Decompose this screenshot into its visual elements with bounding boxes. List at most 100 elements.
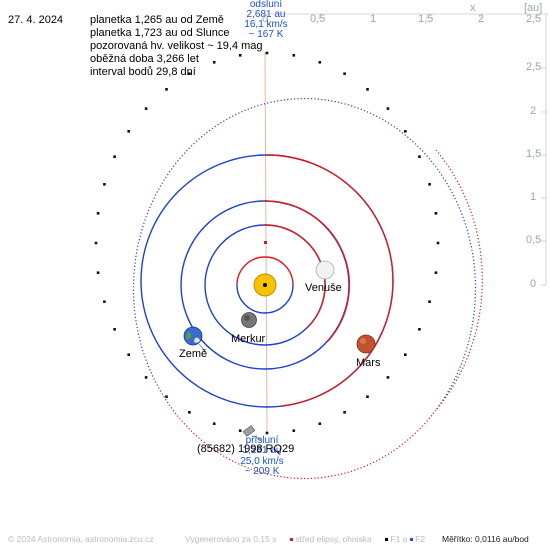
sun bbox=[253, 273, 277, 297]
orbit-point bbox=[94, 241, 98, 245]
legend-center-label: střed elipsy, ohniska bbox=[295, 534, 372, 544]
footer-scale: Měřítko: 0,0116 au/bod bbox=[442, 534, 529, 544]
footer-legend-foci: F1 a F2 bbox=[385, 534, 425, 544]
y-tick-label: 0,5 bbox=[526, 234, 542, 246]
legend-f1-swatch bbox=[385, 538, 388, 542]
aphelion-speed: 16,1 km/s bbox=[244, 19, 288, 30]
axis-unit-bracket: [au] bbox=[524, 2, 543, 14]
orbit-point bbox=[188, 411, 191, 414]
x-tick-label: 1,5 bbox=[418, 13, 434, 25]
legend-f1-label: F1 a bbox=[390, 534, 408, 544]
sun-focus-f1 bbox=[263, 283, 267, 287]
aphelion-title: odsluní bbox=[249, 0, 283, 10]
perihelion-speed: 25,0 km/s bbox=[240, 456, 284, 467]
info-distance-earth: planetka 1,265 au od Země bbox=[90, 14, 224, 26]
mercury-orbit-red bbox=[236, 256, 294, 286]
orbit-point bbox=[292, 54, 296, 57]
mars-disk bbox=[356, 334, 376, 354]
earth bbox=[183, 326, 207, 353]
mars-orbit-red bbox=[266, 154, 394, 407]
x-tick-label: 0,5 bbox=[310, 13, 326, 25]
venus-label: Venuše bbox=[305, 282, 342, 294]
mercury bbox=[241, 312, 257, 328]
orbit-point bbox=[212, 422, 216, 425]
legend-f2-label: F2 bbox=[415, 534, 426, 544]
orbit-point bbox=[292, 429, 296, 432]
orbit-point bbox=[366, 88, 369, 91]
asteroid-icon bbox=[242, 425, 256, 437]
orbit-point bbox=[103, 300, 106, 303]
earth-disk bbox=[183, 326, 203, 346]
mars-highlight bbox=[360, 338, 366, 344]
orbit-point bbox=[386, 376, 390, 379]
aphelion-temperature: ~ 167 K bbox=[248, 29, 284, 40]
y-axis bbox=[541, 14, 547, 286]
orbit-point bbox=[418, 328, 421, 331]
legend-f2-swatch bbox=[409, 538, 413, 542]
x-tick-label: 2 bbox=[478, 13, 485, 25]
mars bbox=[356, 334, 376, 354]
aphelion-distance: 2,681 au bbox=[246, 9, 286, 20]
venus bbox=[315, 260, 335, 280]
y-tick-label: 2 bbox=[530, 105, 537, 117]
asteroid-orbit-red bbox=[167, 402, 437, 480]
mercury-orbit-blue bbox=[236, 284, 294, 314]
footer-generated: Vygenerováno za 0,15 s bbox=[185, 534, 277, 544]
orbit-point bbox=[212, 61, 216, 64]
footer-legend-center: střed elipsy, ohniska bbox=[290, 534, 372, 544]
y-tick-label: 0 bbox=[530, 278, 537, 290]
earth-orbit-red bbox=[264, 200, 351, 342]
orbit-point bbox=[144, 376, 148, 379]
orbit-point bbox=[434, 212, 438, 215]
orbit-point bbox=[113, 155, 116, 158]
earth-label: Země bbox=[179, 348, 208, 360]
earth-pointer bbox=[198, 343, 207, 353]
orbit-point bbox=[238, 429, 242, 432]
planet-orbits bbox=[140, 154, 394, 408]
orbit-point bbox=[343, 72, 346, 75]
x-tick-label: 2,5 bbox=[526, 13, 542, 25]
info-magnitude: pozorovaná hv. velikost ~ 19,4 mag bbox=[90, 40, 263, 52]
ellipse-center-marker bbox=[264, 241, 267, 244]
mercury-shade bbox=[244, 315, 250, 321]
perihelion-distance: 1,281 au bbox=[242, 445, 282, 456]
perihelion-temperature: ~ 209 K bbox=[244, 466, 280, 477]
orbit-point bbox=[428, 300, 431, 303]
venus-disk bbox=[315, 260, 335, 280]
orbit-point bbox=[127, 130, 130, 133]
legend-center-swatch bbox=[290, 538, 293, 542]
orbit-point bbox=[265, 431, 269, 435]
asteroid-marker bbox=[242, 425, 263, 441]
orbit-point bbox=[404, 130, 407, 133]
date: 27. 4. 2024 bbox=[8, 14, 64, 26]
orbit-point bbox=[265, 51, 269, 55]
orbit-point bbox=[238, 54, 242, 57]
x-axis-unit: x bbox=[470, 2, 476, 14]
orbit-point bbox=[96, 212, 100, 215]
mars-label: Mars bbox=[356, 357, 381, 369]
x-tick-label: 1 bbox=[370, 13, 377, 25]
orbit-point bbox=[188, 72, 191, 75]
footer-copyright: © 2024 Astronomia, astronomia.zcu.cz bbox=[8, 534, 154, 544]
asteroid-pointer bbox=[253, 435, 263, 441]
perihelion-title: přísluní bbox=[245, 435, 279, 446]
orbit-point bbox=[386, 107, 390, 110]
orbit-point bbox=[404, 353, 407, 356]
orbit-point bbox=[103, 183, 106, 186]
info-interval: interval bodů 29,8 dní bbox=[90, 66, 196, 78]
orbit-point bbox=[318, 61, 322, 64]
orbit-point bbox=[96, 271, 100, 274]
asteroid-orbit-blue bbox=[132, 97, 477, 411]
earth-land bbox=[186, 331, 192, 340]
venus-orbit-red bbox=[264, 224, 326, 329]
x-tick-label: 0 bbox=[262, 13, 269, 25]
orbit-point bbox=[428, 183, 431, 186]
orbit-point bbox=[165, 395, 168, 398]
orbit-point bbox=[127, 353, 130, 356]
y-tick-label: 2,5 bbox=[526, 61, 542, 73]
earth-cloud bbox=[194, 337, 200, 343]
orbit-point bbox=[366, 395, 369, 398]
mercury-label: Merkur bbox=[231, 333, 266, 345]
asteroid-orbit-points bbox=[94, 51, 440, 435]
